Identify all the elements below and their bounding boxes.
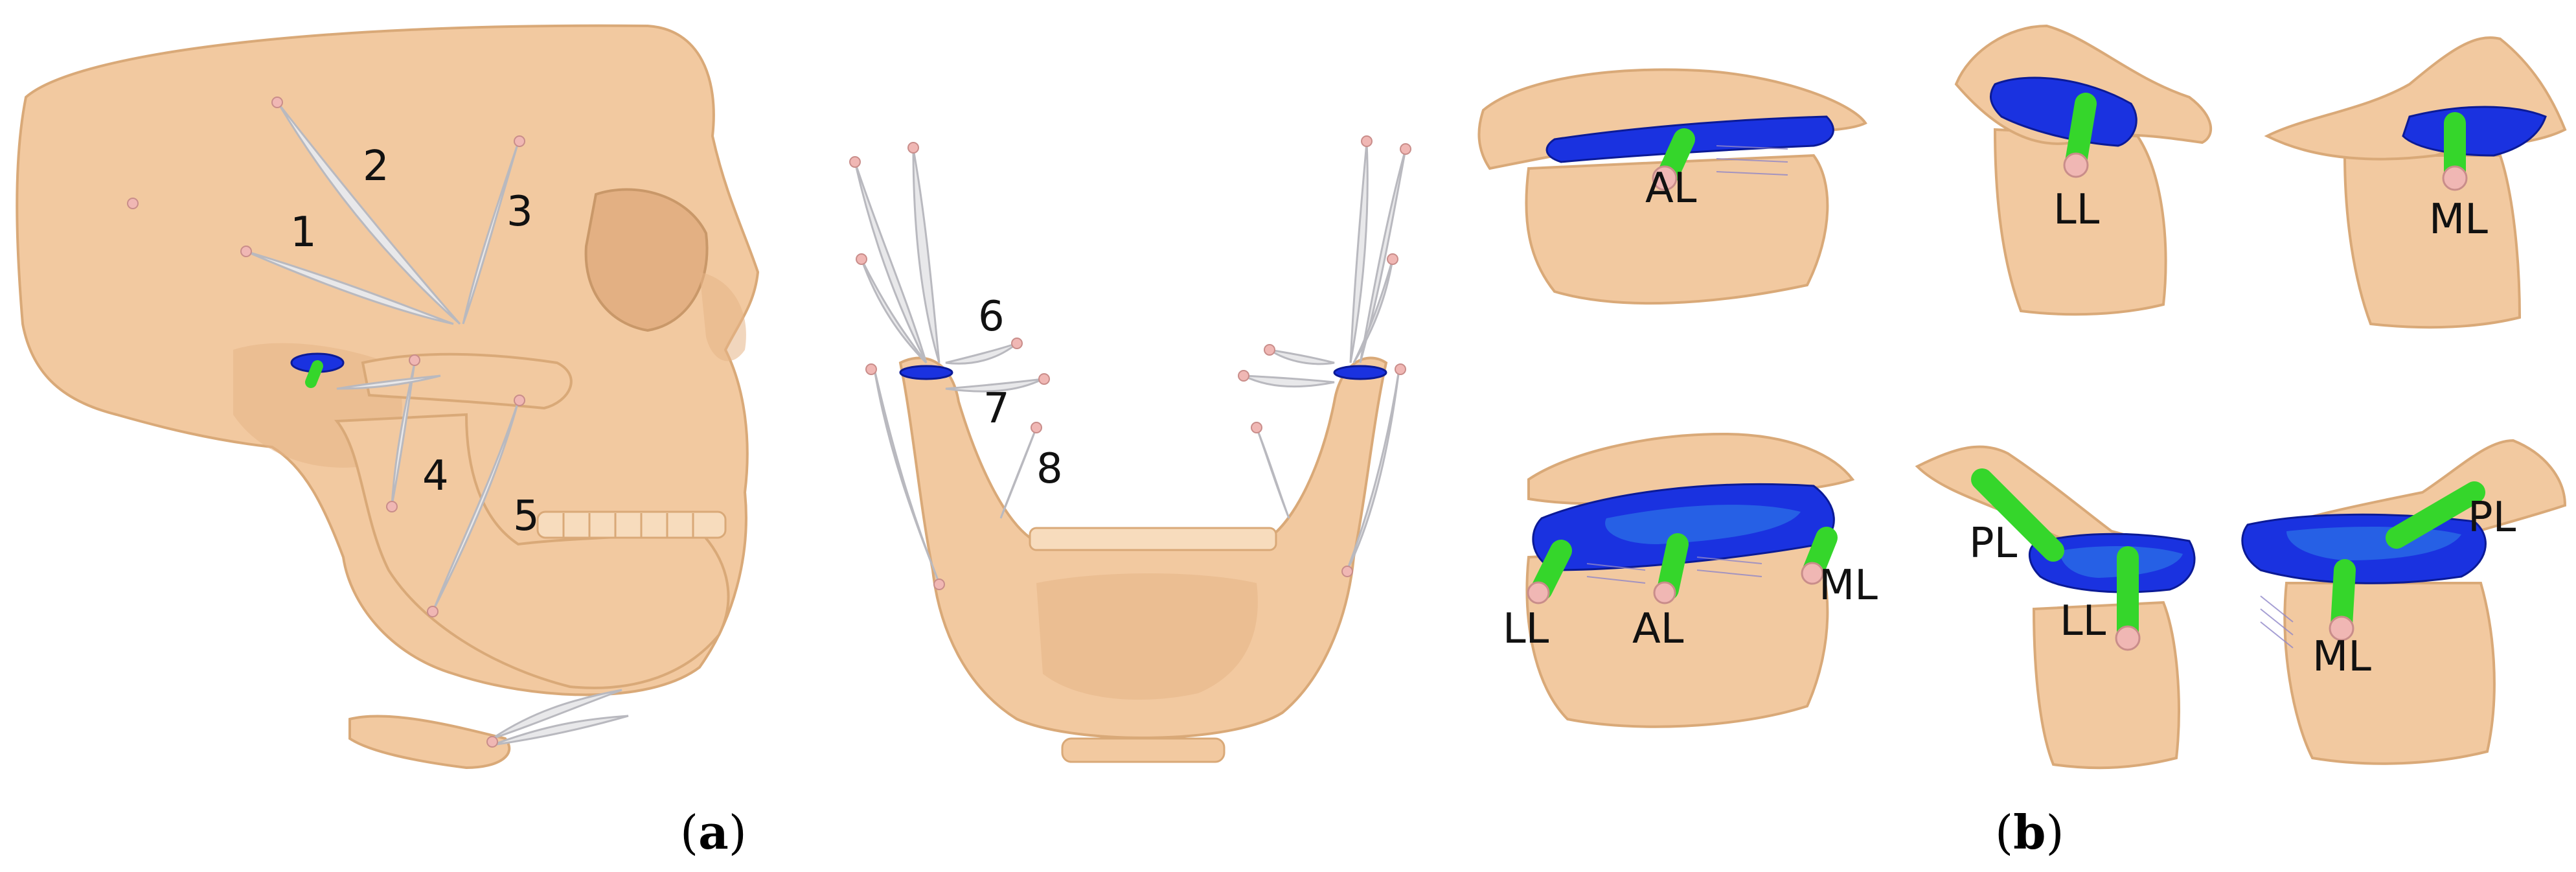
mandible-body-shade (1036, 573, 1258, 700)
mandible-lateral (334, 413, 730, 689)
tmj-view-bottom-1: LL AL ML (1503, 432, 1878, 728)
muscle-label-6: 6 (978, 293, 1005, 341)
muscle-4b (336, 374, 441, 390)
muscle-1 (245, 250, 454, 325)
muscle-3 (462, 142, 519, 325)
label-top2-ll: LL (2053, 186, 2100, 234)
upper-teeth (536, 511, 727, 539)
panel-b: AL LL ML (1477, 24, 2567, 860)
mandible-frontal-view: 6 7 8 (849, 135, 1411, 763)
nasal-cavity (700, 272, 746, 361)
tmj-ligament-lateral (305, 360, 323, 388)
tmj-view-top-2: LL (1954, 24, 2212, 316)
muscle-hyoid-1 (492, 689, 622, 740)
attachment-nodes-frontal (849, 135, 1411, 590)
muscle-label-8: 8 (1036, 445, 1063, 493)
tmj-disc-left-frontal (899, 365, 953, 380)
tmj-view-bottom-3: PL ML (2241, 439, 2567, 765)
mandible-base (1061, 737, 1225, 763)
muscle-2 (277, 103, 461, 325)
label-bottom3-pl: PL (2468, 494, 2516, 542)
muscle-spindles-frontal-right (1243, 142, 1407, 571)
muscle-spindles-frontal-left (854, 148, 1043, 584)
tmj-view-top-3: ML (2264, 36, 2567, 329)
muscle-label-2: 2 (363, 143, 389, 190)
label-top1-al: AL (1645, 165, 1697, 212)
attachment-nodes-lateral (127, 97, 525, 748)
label-bottom2-pl: PL (1969, 520, 2018, 568)
muscle-hyoid-2 (492, 715, 629, 746)
muscle-label-1: 1 (290, 209, 317, 257)
muscle-label-7: 7 (983, 385, 1010, 433)
panel-a: 1 2 3 4 5 (16, 24, 1411, 860)
muscle-label-3: 3 (507, 188, 533, 236)
panel-a-caption: (a) (680, 805, 747, 860)
label-bottom1-ml: ML (1819, 562, 1878, 610)
muscle-label-4: 4 (422, 452, 449, 500)
muscle-spindles (245, 103, 629, 746)
label-bottom2-ll: LL (2060, 597, 2106, 645)
label-top3-ml: ML (2429, 196, 2488, 244)
tmj-view-bottom-2: PL LL (1915, 445, 2196, 770)
label-bottom1-al: AL (1632, 605, 1684, 653)
orbit (584, 188, 709, 332)
skull-lateral-view: 1 2 3 4 5 (16, 24, 760, 770)
hyoid (348, 715, 511, 770)
tmj-view-top-1: AL (1477, 68, 1867, 305)
panel-b-caption: (b) (1995, 805, 2064, 860)
label-bottom3-ml: ML (2312, 633, 2371, 681)
lower-teeth (1029, 527, 1277, 551)
label-bottom1-ll: LL (1503, 605, 1549, 653)
muscle-label-5: 5 (513, 492, 540, 540)
tmj-disc-right-frontal (1333, 365, 1387, 380)
